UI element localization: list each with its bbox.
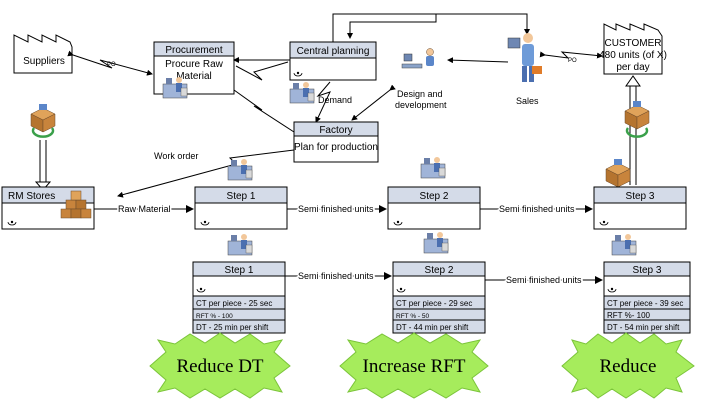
- step-bottom-1-title: Step 1: [225, 265, 254, 276]
- central-planning-worker-icon: [289, 81, 315, 104]
- customer-node: CUSTOMER 480 units (of X) per day: [599, 23, 667, 75]
- kaizen-burst-1-label: Reduce DT: [176, 356, 263, 377]
- customer-line2: 480 units (of X): [599, 50, 667, 61]
- rm-stores-label: RM Stores: [8, 191, 55, 202]
- step-top-1: Step 1: [194, 158, 288, 230]
- central-planning-box: Central planning: [289, 41, 377, 104]
- supplier-po-signal: PO: [67, 50, 153, 76]
- supplier-rm-flow: [34, 140, 52, 191]
- procurement-line2: Material: [176, 71, 212, 82]
- step-bottom-1-dt: DT - 25 min per shift: [196, 323, 269, 332]
- factory-title: Factory: [319, 125, 352, 136]
- supplier-box-icon: [30, 103, 56, 133]
- sales-label: Sales: [516, 96, 539, 106]
- demand-signal: [315, 81, 331, 123]
- supplier-po-label: PO: [107, 62, 116, 68]
- suppliers-label: Suppliers: [23, 56, 65, 67]
- customer-po-label: PO: [568, 58, 577, 64]
- step-bottom-3-title: Step 3: [633, 265, 662, 276]
- step3-box-icon: [605, 158, 631, 188]
- sales-node: Sales: [507, 33, 542, 106]
- top-loop-connector: [332, 13, 530, 42]
- customer-line1: CUSTOMER: [604, 38, 661, 49]
- customer-line3: per day: [616, 62, 649, 73]
- central-planning-title: Central planning: [297, 46, 370, 57]
- step-top-2-worker-icon: [420, 156, 446, 179]
- semi-label-4: Semi finished units: [506, 275, 582, 285]
- step-bottom-1-worker-icon: [227, 233, 253, 256]
- procurement-line1: Procure Raw: [165, 59, 224, 70]
- step-top-3: Step 3: [593, 186, 687, 230]
- factory-body: Plan for production: [294, 142, 378, 153]
- step-bottom-2: Step 2 CT per piece - 29 sec RFT % - 50 …: [392, 261, 486, 334]
- semi-label-3: Semi finished units: [298, 271, 374, 281]
- step-bottom-2-rft: RFT % - 50: [396, 313, 429, 320]
- step-bottom-3-worker-icon: [611, 233, 637, 256]
- step-top-3-title: Step 3: [626, 191, 655, 202]
- demand-label: Demand: [318, 95, 352, 105]
- kaizen-burst-3: Reduce: [561, 332, 695, 399]
- procurement-title: Procurement: [165, 45, 222, 56]
- kaizen-burst-2: Increase RFT: [339, 332, 489, 399]
- step-bottom-1-ct: CT per piece - 25 sec: [196, 299, 272, 308]
- step-bottom-2-ct: CT per piece - 29 sec: [396, 299, 472, 308]
- step-top-2: Step 2: [387, 156, 481, 230]
- design-line2: development: [395, 100, 447, 110]
- semi-label-1: Semi finished units: [298, 204, 374, 214]
- design-line1: Design and: [397, 89, 443, 99]
- suppliers-node: Suppliers: [13, 34, 73, 74]
- customer-box-icon: [624, 100, 650, 130]
- design-factory-arrow: [351, 84, 396, 121]
- step-bottom-2-title: Step 2: [425, 265, 454, 276]
- kaizen-burst-2-label: Increase RFT: [363, 356, 466, 377]
- step-top-1-title: Step 1: [227, 191, 256, 202]
- procurement-box: Procurement Procure Raw Material: [153, 41, 235, 99]
- step-bottom-2-dt: DT - 44 min per shift: [396, 323, 469, 332]
- rm-stock-boxes-icon: [60, 190, 92, 219]
- step-bottom-1-rft: RFT % - 100: [196, 313, 233, 320]
- kaizen-burst-3-label: Reduce: [600, 356, 657, 377]
- step-bottom-3-dt: DT - 54 min per shift: [607, 323, 680, 332]
- step-bottom-2-worker-icon: [423, 231, 449, 254]
- semi-label-2: Semi finished units: [499, 204, 575, 214]
- raw-material-label: Raw Material: [118, 204, 171, 214]
- sales-design-arrow: [447, 57, 509, 64]
- customer-po-signal: [539, 51, 603, 59]
- step-bottom-1: Step 1 CT per piece - 25 sec RFT % - 100…: [192, 261, 286, 334]
- procurement-planning-signal: [235, 61, 289, 81]
- step-bottom-3-ct: CT per piece - 39 sec: [607, 299, 683, 308]
- design-node: Design and development: [395, 48, 447, 110]
- work-order-label: Work order: [154, 151, 198, 161]
- step-top-2-title: Step 2: [420, 191, 449, 202]
- step-bottom-3: Step 3 CT per piece - 39 sec RFT %- 100 …: [603, 261, 691, 334]
- step-bottom-3-rft: RFT %- 100: [607, 311, 651, 320]
- procurement-factory-signal: [233, 89, 295, 133]
- kaizen-burst-1: Reduce DT: [149, 332, 291, 399]
- step-top-1-worker-icon: [227, 158, 253, 181]
- factory-box: Factory Plan for production: [293, 121, 379, 163]
